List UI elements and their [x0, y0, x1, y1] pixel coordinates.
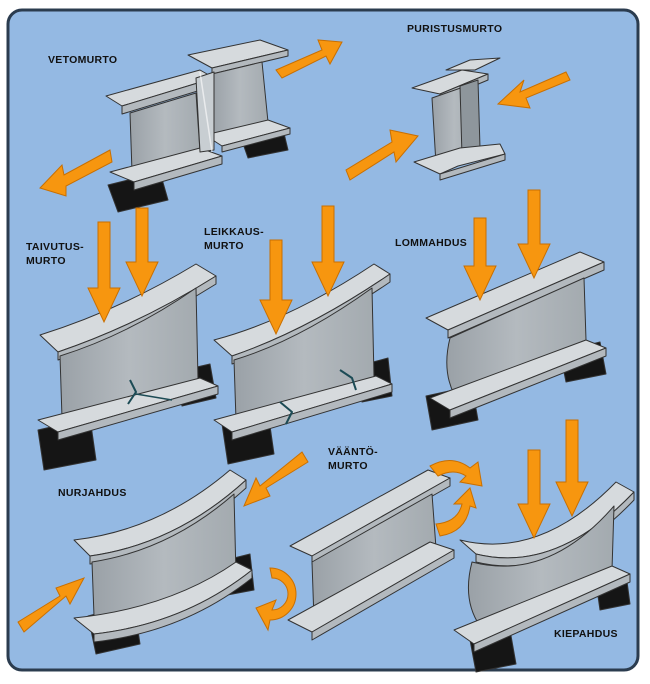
label-leikkausmurto: LEIKKAUS- MURTO [204, 226, 264, 252]
load-arrow [517, 449, 551, 540]
label-vaantomurto: VÄÄNTÖ- MURTO [328, 446, 378, 472]
load-arrow [311, 205, 345, 298]
load-arrow [517, 189, 551, 280]
puristusmurto-illustration [411, 57, 506, 181]
lommahdus-arrows [463, 189, 551, 302]
leikkausmurto-illustration [213, 263, 393, 465]
torsion-arrow-right-lower [435, 487, 477, 537]
vetomurto-illustration [105, 39, 291, 213]
load-arrow [259, 239, 293, 336]
compression-arrow-left [17, 577, 86, 633]
lommahdus-illustration [425, 251, 607, 431]
nurjahdus-arrows [17, 451, 309, 633]
load-arrow [463, 217, 497, 302]
tension-arrow-right [275, 39, 343, 79]
label-taivutusmurto: TAIVUTUS- MURTO [26, 241, 84, 267]
leikkausmurto-arrows [259, 205, 345, 336]
taivutusmurto-arrows [87, 207, 159, 324]
load-arrow [87, 221, 121, 324]
compression-arrow-upper [496, 71, 571, 109]
nurjahdus-illustration [73, 469, 255, 655]
label-kiepahdus: KIEPAHDUS [554, 628, 618, 640]
kiepahdus-illustration [453, 481, 635, 673]
puristusmurto-arrows [345, 71, 571, 181]
vaantomurto-arrows [255, 460, 483, 632]
load-arrow [125, 207, 159, 298]
vetomurto-arrows [39, 39, 343, 197]
torsion-arrow-left [255, 567, 297, 632]
tension-arrow-left [39, 149, 113, 197]
label-vetomurto: VETOMURTO [48, 54, 118, 66]
compression-arrow-lower [345, 129, 419, 181]
label-puristusmurto: PURISTUSMURTO [407, 23, 503, 35]
torsion-arrow-right [429, 460, 483, 487]
vaantomurto-illustration [287, 469, 455, 641]
load-arrow [555, 419, 589, 518]
taivutusmurto-illustration [37, 263, 219, 471]
compression-arrow-right [243, 451, 309, 507]
label-lommahdus: LOMMAHDUS [395, 237, 468, 249]
label-nurjahdus: NURJAHDUS [58, 487, 127, 499]
kiepahdus-arrows [517, 419, 589, 540]
